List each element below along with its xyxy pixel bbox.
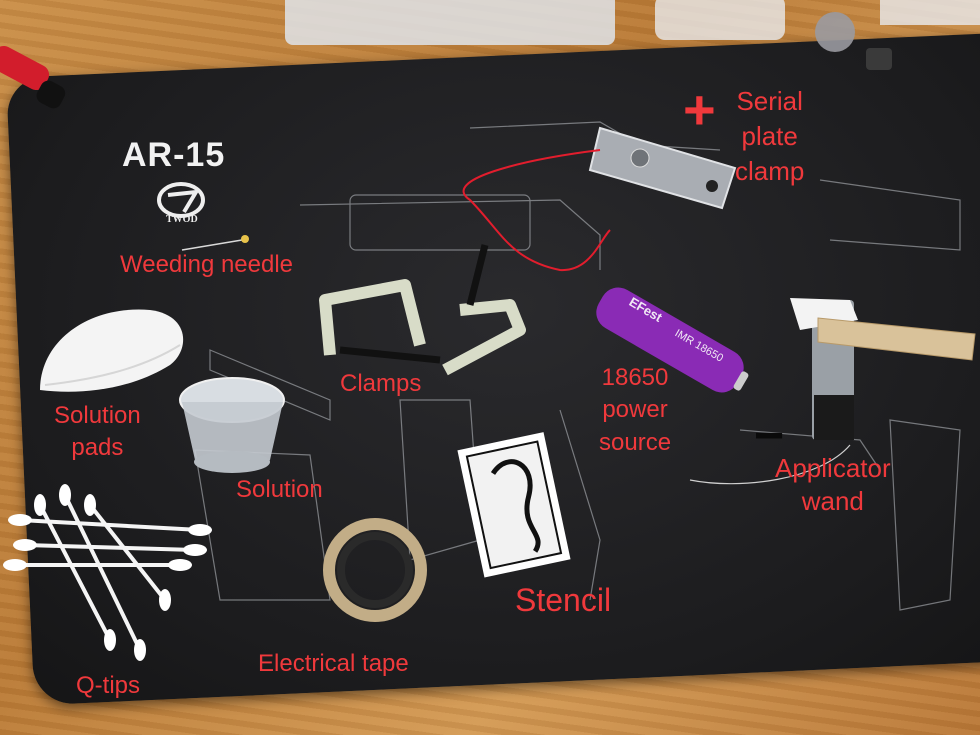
label-power-source: 18650 power source	[599, 364, 672, 456]
weeding-needle	[181, 235, 249, 251]
plus-sign: +	[683, 78, 716, 141]
rifle-parts-diagram	[194, 121, 961, 611]
label-serial-plate-clamp: Serial plate clamp	[735, 86, 805, 187]
applicator-wand	[689, 298, 976, 485]
flashlight	[0, 45, 66, 109]
q-tip-heads	[3, 484, 212, 661]
c-clamps	[319, 279, 526, 376]
plastic-containers	[285, 0, 980, 70]
label-electrical-tape: Electrical tape	[258, 650, 409, 677]
label-solution: Solution	[236, 476, 323, 503]
minus-sign: −	[754, 407, 785, 465]
mat-logo-text: TWOD	[166, 214, 198, 225]
twod-logo	[157, 182, 205, 218]
18650-battery	[596, 287, 749, 393]
label-weeding-needle: Weeding needle	[120, 251, 294, 278]
label-stencil: Stencil	[515, 582, 612, 618]
q-tips	[13, 493, 202, 652]
solution-pads	[40, 309, 184, 392]
mat-brand-title: AR-15	[122, 136, 226, 174]
clamp-screws	[339, 244, 489, 364]
label-clamps: Clamps	[340, 370, 422, 397]
stencil-card	[457, 432, 571, 578]
label-solution-pads: Solution pads	[54, 402, 141, 462]
label-q-tips: Q-tips	[76, 672, 141, 699]
electrical-tape-roll	[323, 518, 427, 622]
solution-cup	[179, 377, 285, 473]
serial-plate-clamp	[462, 126, 737, 272]
label-applicator-wand: Applicator wand	[775, 453, 891, 516]
